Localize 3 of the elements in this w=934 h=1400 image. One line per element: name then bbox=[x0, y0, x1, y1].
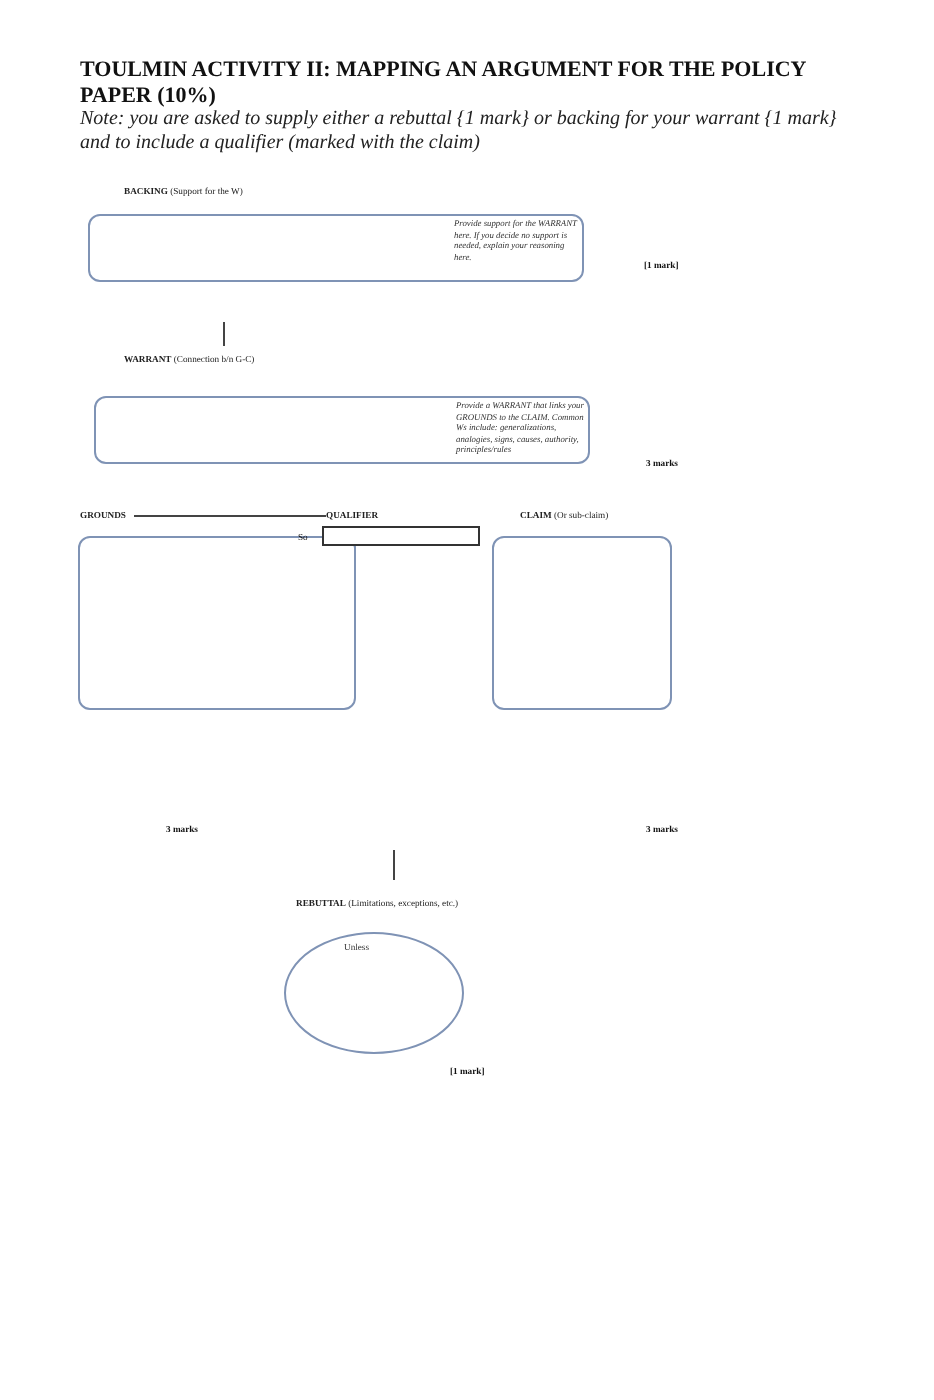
note-text: Note: you are asked to supply either a rebuttal {1 mark} or backing for your warrant {1 mark} and to include a qualifier (marked with the claim) bbox=[80, 108, 839, 156]
title: TOULMIN ACTIVITY II: MAPPING AN ARGUMENT FOR THE POLICY PAPER (10%) bbox=[80, 58, 808, 109]
connector-line bbox=[133, 515, 327, 517]
